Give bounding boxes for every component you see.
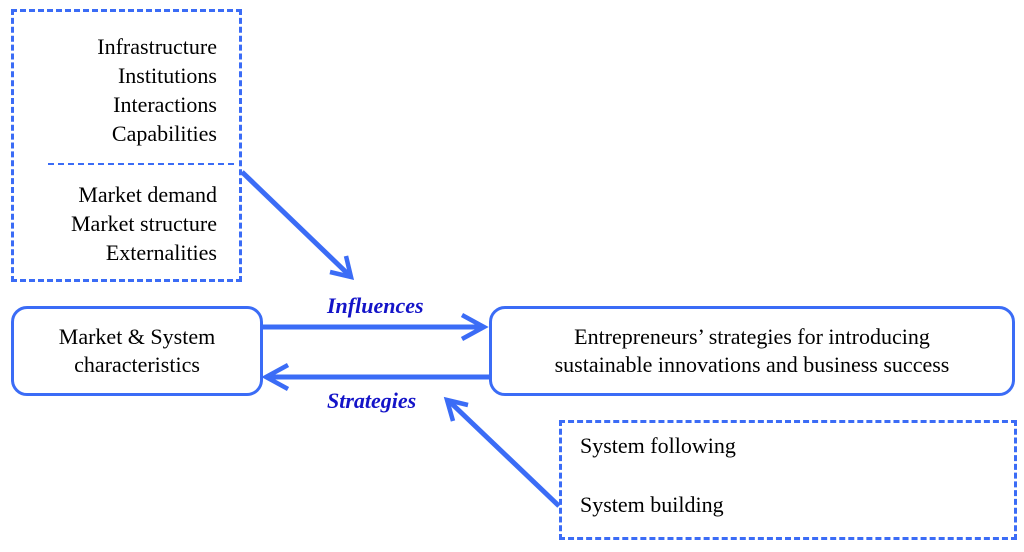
strategies-arrowhead bbox=[261, 363, 290, 391]
market-factor-item: Externalities bbox=[105, 240, 217, 265]
system-factors-list: Infrastructure Institutions Interactions… bbox=[97, 32, 217, 148]
factors-arrowhead bbox=[329, 255, 355, 281]
factors-to-influences-arrow bbox=[240, 170, 351, 277]
strategy-types-box bbox=[559, 420, 1017, 540]
entrepreneur-line: Entrepreneurs’ strategies for introducin… bbox=[574, 324, 930, 349]
market-factor-item: Market structure bbox=[71, 211, 217, 236]
system-factor-item: Institutions bbox=[117, 63, 217, 88]
strategy-type-item: System building bbox=[580, 492, 724, 517]
strategies-label: Strategies bbox=[327, 388, 417, 413]
factors-box: Infrastructure Institutions Interactions… bbox=[11, 9, 242, 282]
strategy-type-item: System following bbox=[580, 433, 736, 458]
system-factor-item: Interactions bbox=[113, 92, 217, 117]
influences-label: Influences bbox=[327, 293, 424, 318]
market-system-line: Market & System bbox=[58, 324, 216, 349]
factors-divider bbox=[48, 163, 234, 165]
market-system-box: Market & System characteristics bbox=[11, 306, 263, 396]
strategy-types-to-strategies-arrow bbox=[448, 400, 561, 508]
entrepreneur-strategies-box: Entrepreneurs’ strategies for introducin… bbox=[489, 306, 1015, 396]
influences-arrowhead bbox=[460, 313, 489, 341]
system-factor-item: Capabilities bbox=[111, 121, 217, 146]
market-system-line: characteristics bbox=[74, 352, 200, 377]
entrepreneur-line: sustainable innovations and business suc… bbox=[554, 352, 950, 377]
market-factor-item: Market demand bbox=[78, 182, 217, 207]
market-factors-list: Market demand Market structure Externali… bbox=[71, 180, 217, 267]
system-factor-item: Infrastructure bbox=[97, 34, 217, 59]
strategy-types-arrowhead bbox=[443, 396, 469, 422]
